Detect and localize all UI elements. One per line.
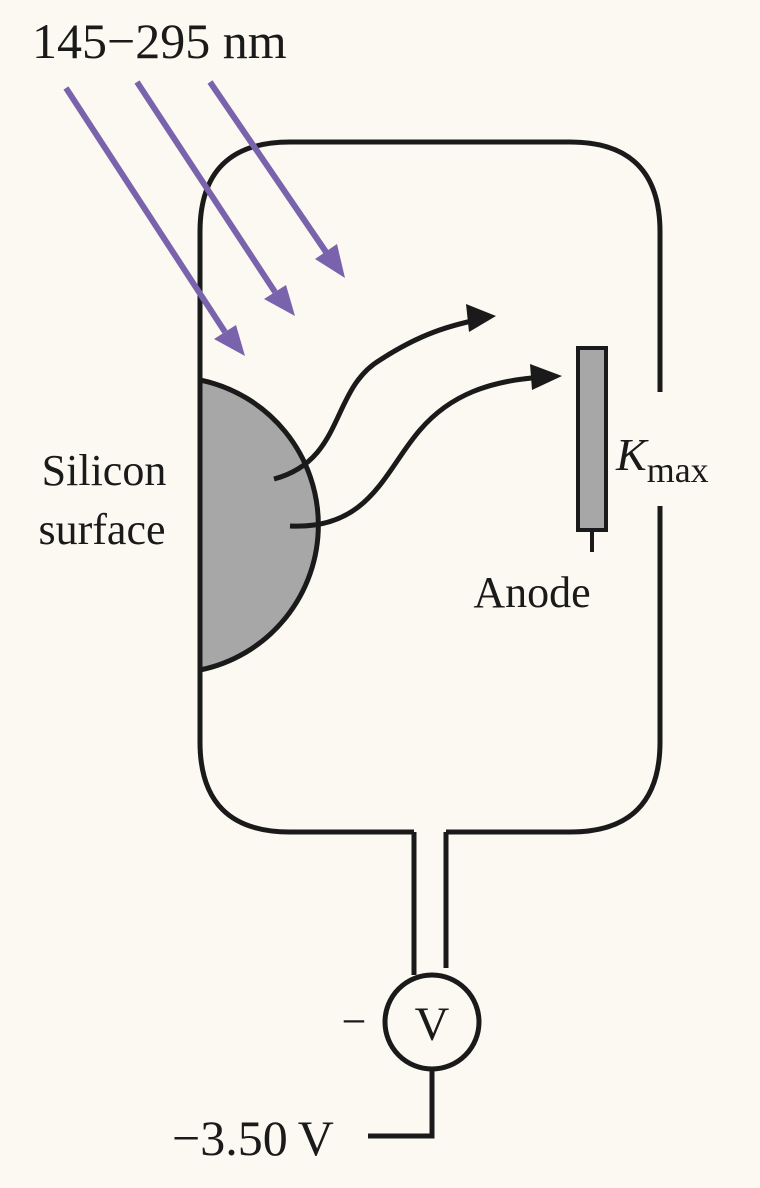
- light-ray-head-icon: [264, 285, 295, 316]
- kmax-subscript: max: [647, 450, 709, 490]
- voltage-lead: [368, 1069, 435, 1139]
- electron-path-lower-icon: [289, 374, 546, 529]
- voltmeter-symbol: V: [415, 998, 450, 1051]
- silicon-label-line2: surface: [38, 505, 165, 554]
- voltmeter-minus-sign: −: [342, 997, 367, 1046]
- voltage-label: −3.50 V: [172, 1110, 334, 1166]
- kmax-label: Kmax: [615, 429, 709, 490]
- light-ray-head-icon: [315, 244, 345, 278]
- anode: [576, 346, 608, 532]
- light-rays: [63, 80, 345, 356]
- electron-arrowhead-upper-icon: [466, 304, 496, 332]
- light-ray-arrow-icon: [134, 80, 278, 294]
- light-ray-arrow-icon: [207, 80, 329, 254]
- electron-arrowhead-lower-icon: [530, 364, 562, 390]
- anode-label: Anode: [473, 568, 590, 617]
- silicon-label-line1: Silicon: [42, 446, 167, 495]
- electron-path-upper-icon: [273, 314, 487, 482]
- silicon-surface: [197, 377, 321, 673]
- tube-outline: [197, 139, 663, 835]
- kmax-main: K: [615, 429, 649, 480]
- wavelength-label: 145−295 nm: [32, 13, 287, 69]
- light-ray-head-icon: [214, 325, 245, 356]
- light-ray-arrow-icon: [63, 86, 228, 334]
